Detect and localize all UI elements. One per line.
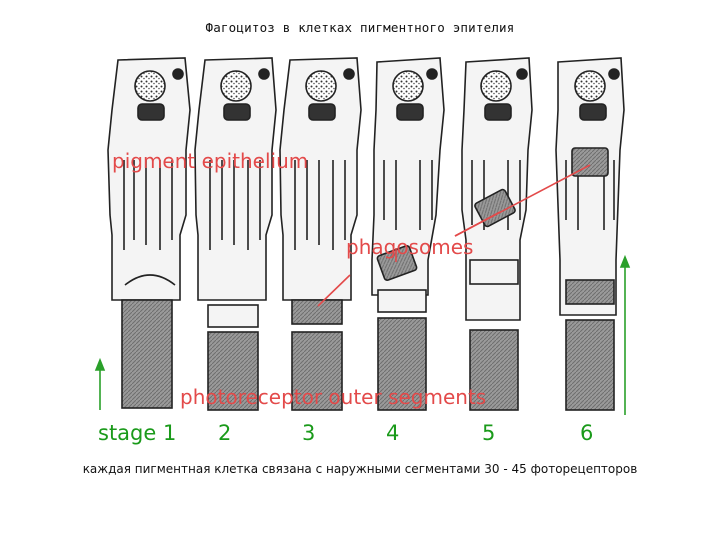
diagram-title: Фагоцитоз в клетках пигментного эпителия [205,20,515,35]
stage-arrows [94,254,631,415]
phagosome-pointers [317,164,591,307]
label-pigment-epithelium: pigment epithelium [112,149,308,173]
stage-label-3: 3 [302,421,315,445]
label-phagosomes: phagosomes [346,235,473,259]
stage-label-1: stage 1 [98,421,176,445]
left-up-arrow-icon [94,357,106,371]
cell-stage-3 [279,57,362,411]
cell-stage-2 [194,57,277,411]
stage-label-2: 2 [218,421,231,445]
stage-label-4: 4 [386,421,399,445]
right-up-arrow-icon [619,254,631,268]
diagram-caption: каждая пигментная клетка связана с наруж… [82,462,638,476]
cell-stage-1 [107,57,191,409]
cell-stage-4 [371,57,445,411]
stage-label-5: 5 [482,421,495,445]
stage-label-6: 6 [580,421,593,445]
cell-stage-5 [461,57,533,411]
cell-stage-6 [555,57,625,411]
label-outer-segments: photoreceptor outer segments [180,385,486,409]
